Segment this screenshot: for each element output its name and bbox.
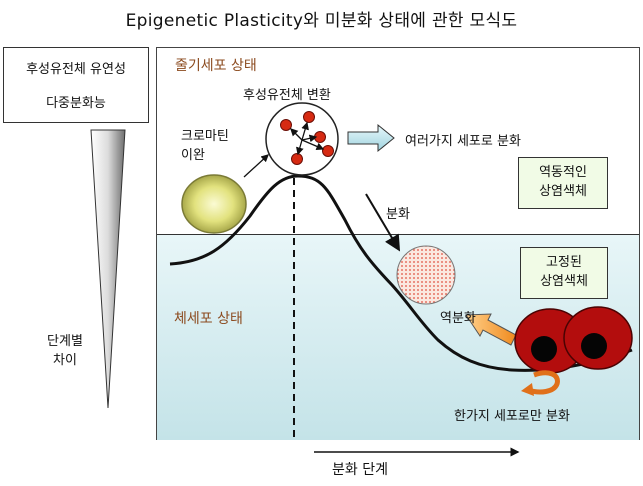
stem-cell-icon <box>181 174 247 234</box>
differentiation-label: 분화 <box>386 207 410 222</box>
mature-cell-icon <box>514 306 633 374</box>
somatic-state-label: 체세포 상태 <box>174 311 243 327</box>
cycle-arrow-icon <box>527 370 560 395</box>
chromatin-dots <box>280 111 334 165</box>
committed-cell-icon <box>396 245 456 305</box>
stage-difference-label: 단계별 차이 <box>47 334 83 368</box>
epigenome-change-label: 후성유전체 변환 <box>243 88 331 103</box>
waddington-landscape-curve <box>169 174 633 372</box>
dedifferentiation-label: 역분화 <box>440 311 476 326</box>
single-diff-label: 한가지 세포로만 분화 <box>454 409 570 424</box>
chromatin-exchange-arrows <box>290 121 325 156</box>
dynamic-chromosome-box: 역동적인 상염색체 <box>518 157 608 209</box>
differentiation-arrow <box>365 193 401 252</box>
x-axis-label: 분화 단계 <box>332 462 388 478</box>
cycle-arrow-head <box>521 383 534 396</box>
fixed-chromosome-box: 고정된 상염색체 <box>520 247 608 299</box>
diagram-title: Epigenetic Plasticity와 미분화 상태에 관한 모식도 <box>125 11 518 31</box>
multi-diff-label: 여러가지 세포로 분화 <box>405 134 521 149</box>
multipotency-label: 다중분화능 <box>46 96 106 111</box>
chromatin-relax-arrow <box>243 154 269 178</box>
stem-state-label: 줄기세포 상태 <box>175 58 257 74</box>
plasticity-gradient-triangle <box>90 129 126 409</box>
dedifferentiation-arrow <box>465 313 517 346</box>
left-legend-box: 후성유전체 유연성 다중분화능 <box>3 47 149 123</box>
epigenetic-flexibility-label: 후성유전체 유연성 <box>26 62 126 77</box>
multi-diff-arrow <box>347 123 395 153</box>
chromatin-relax-label: 크로마틴 이완 <box>181 129 229 163</box>
